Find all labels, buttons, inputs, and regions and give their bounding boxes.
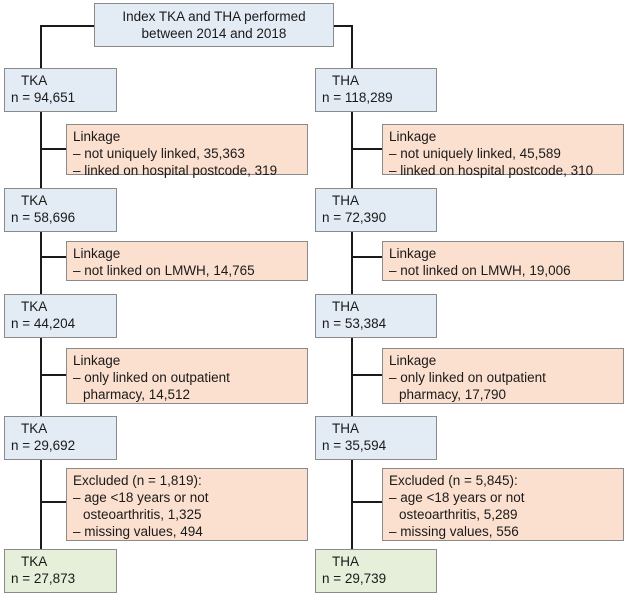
tha-exclusion-2-line-1: Linkage xyxy=(389,246,437,261)
tha-exclusion-1: Linkage – not uniquely linked, 45,589 – … xyxy=(382,124,624,178)
tka-exclusion-1: Linkage – not uniquely linked, 35,363 – … xyxy=(66,124,308,178)
tka-stage-4: TKA n = 29,692 xyxy=(4,416,117,460)
tha-stage-1: THA n = 118,289 xyxy=(315,68,437,112)
tha-stage-4: THA n = 35,594 xyxy=(315,416,437,460)
tka-exclusion-4-line-4: – missing values, 494 xyxy=(73,524,203,539)
tha-exclusion-3-line-1: Linkage xyxy=(389,353,437,368)
tha-stage-2-label: THA xyxy=(332,193,359,208)
tka-final: TKA n = 27,873 xyxy=(4,549,117,593)
tka-exclusion-3-line-2: – only linked on outpatient xyxy=(73,370,230,385)
tha-exclusion-4: Excluded (n = 5,845): – age <18 years or… xyxy=(382,468,624,541)
tka-exclusion-2-line-1: Linkage xyxy=(73,246,121,261)
tka-exclusion-1-line-1: Linkage xyxy=(73,129,121,144)
tka-stage-3: TKA n = 44,204 xyxy=(4,294,117,338)
tha-exclusion-3-line-3: pharmacy, 17,790 xyxy=(399,387,507,402)
tka-stage-4-count: n = 29,692 xyxy=(11,438,76,453)
tka-exclusion-1-line-2: – not uniquely linked, 35,363 xyxy=(73,146,245,161)
tka-exclusion-4-line-2: – age <18 years or not xyxy=(73,490,209,505)
tka-exclusion-3-line-3: pharmacy, 14,512 xyxy=(83,387,191,402)
tka-stage-3-count: n = 44,204 xyxy=(11,316,76,331)
tha-stage-4-label: THA xyxy=(332,421,359,436)
tka-exclusion-4: Excluded (n = 1,819): – age <18 years or… xyxy=(66,468,308,541)
tha-exclusion-2: Linkage – not linked on LMWH, 19,006 xyxy=(382,241,624,281)
tka-stage-4-label: TKA xyxy=(21,421,48,436)
tka-stage-2-count: n = 58,696 xyxy=(11,210,76,225)
tha-stage-1-label: THA xyxy=(332,73,359,88)
tka-final-label: TKA xyxy=(21,554,48,569)
tha-stage-3: THA n = 53,384 xyxy=(315,294,437,338)
tha-exclusion-4-line-3: osteoarthritis, 5,289 xyxy=(399,507,518,522)
tka-stage-1: TKA n = 94,651 xyxy=(4,68,117,112)
tka-exclusion-1-line-3: – linked on hospital postcode, 319 xyxy=(73,163,278,178)
tha-exclusion-4-line-1: Excluded (n = 5,845): xyxy=(389,473,518,488)
tha-exclusion-1-line-3: – linked on hospital postcode, 310 xyxy=(389,163,594,178)
tka-stage-1-count: n = 94,651 xyxy=(11,90,76,105)
tka-exclusion-4-line-1: Excluded (n = 1,819): xyxy=(73,473,202,488)
index-box: Index TKA and THA performed between 2014… xyxy=(94,3,334,47)
tka-stage-2: TKA n = 58,696 xyxy=(4,188,117,232)
tka-stage-3-label: TKA xyxy=(21,299,48,314)
tha-exclusion-4-line-2: – age <18 years or not xyxy=(389,490,525,505)
tha-exclusion-1-line-2: – not uniquely linked, 45,589 xyxy=(389,146,561,161)
tka-exclusion-2-line-2: – not linked on LMWH, 14,765 xyxy=(73,263,255,278)
tha-exclusion-1-line-1: Linkage xyxy=(389,129,437,144)
tha-exclusion-3-line-2: – only linked on outpatient xyxy=(389,370,546,385)
tha-exclusion-4-line-4: – missing values, 556 xyxy=(389,524,519,539)
tka-exclusion-2: Linkage – not linked on LMWH, 14,765 xyxy=(66,241,308,281)
tka-final-count: n = 27,873 xyxy=(11,571,76,586)
tha-exclusion-3: Linkage – only linked on outpatient phar… xyxy=(382,348,624,404)
tka-stage-1-label: TKA xyxy=(21,73,48,88)
tka-exclusion-3: Linkage – only linked on outpatient phar… xyxy=(66,348,308,404)
index-box-line-1: Index TKA and THA performed xyxy=(122,9,306,24)
tha-final-count: n = 29,739 xyxy=(322,571,387,586)
tha-exclusion-2-line-2: – not linked on LMWH, 19,006 xyxy=(389,263,571,278)
tha-stage-2-count: n = 72,390 xyxy=(322,210,387,225)
tka-stage-2-label: TKA xyxy=(21,193,48,208)
tha-stage-3-label: THA xyxy=(332,299,359,314)
tha-final-label: THA xyxy=(332,554,359,569)
tha-final: THA n = 29,739 xyxy=(315,549,437,593)
tka-exclusion-4-line-3: osteoarthritis, 1,325 xyxy=(83,507,202,522)
index-box-line-2: between 2014 and 2018 xyxy=(141,26,287,41)
tka-exclusion-3-line-1: Linkage xyxy=(73,353,121,368)
tha-stage-4-count: n = 35,594 xyxy=(322,438,387,453)
tha-stage-1-count: n = 118,289 xyxy=(322,90,393,105)
tha-stage-2: THA n = 72,390 xyxy=(315,188,437,232)
tha-stage-3-count: n = 53,384 xyxy=(322,316,387,331)
